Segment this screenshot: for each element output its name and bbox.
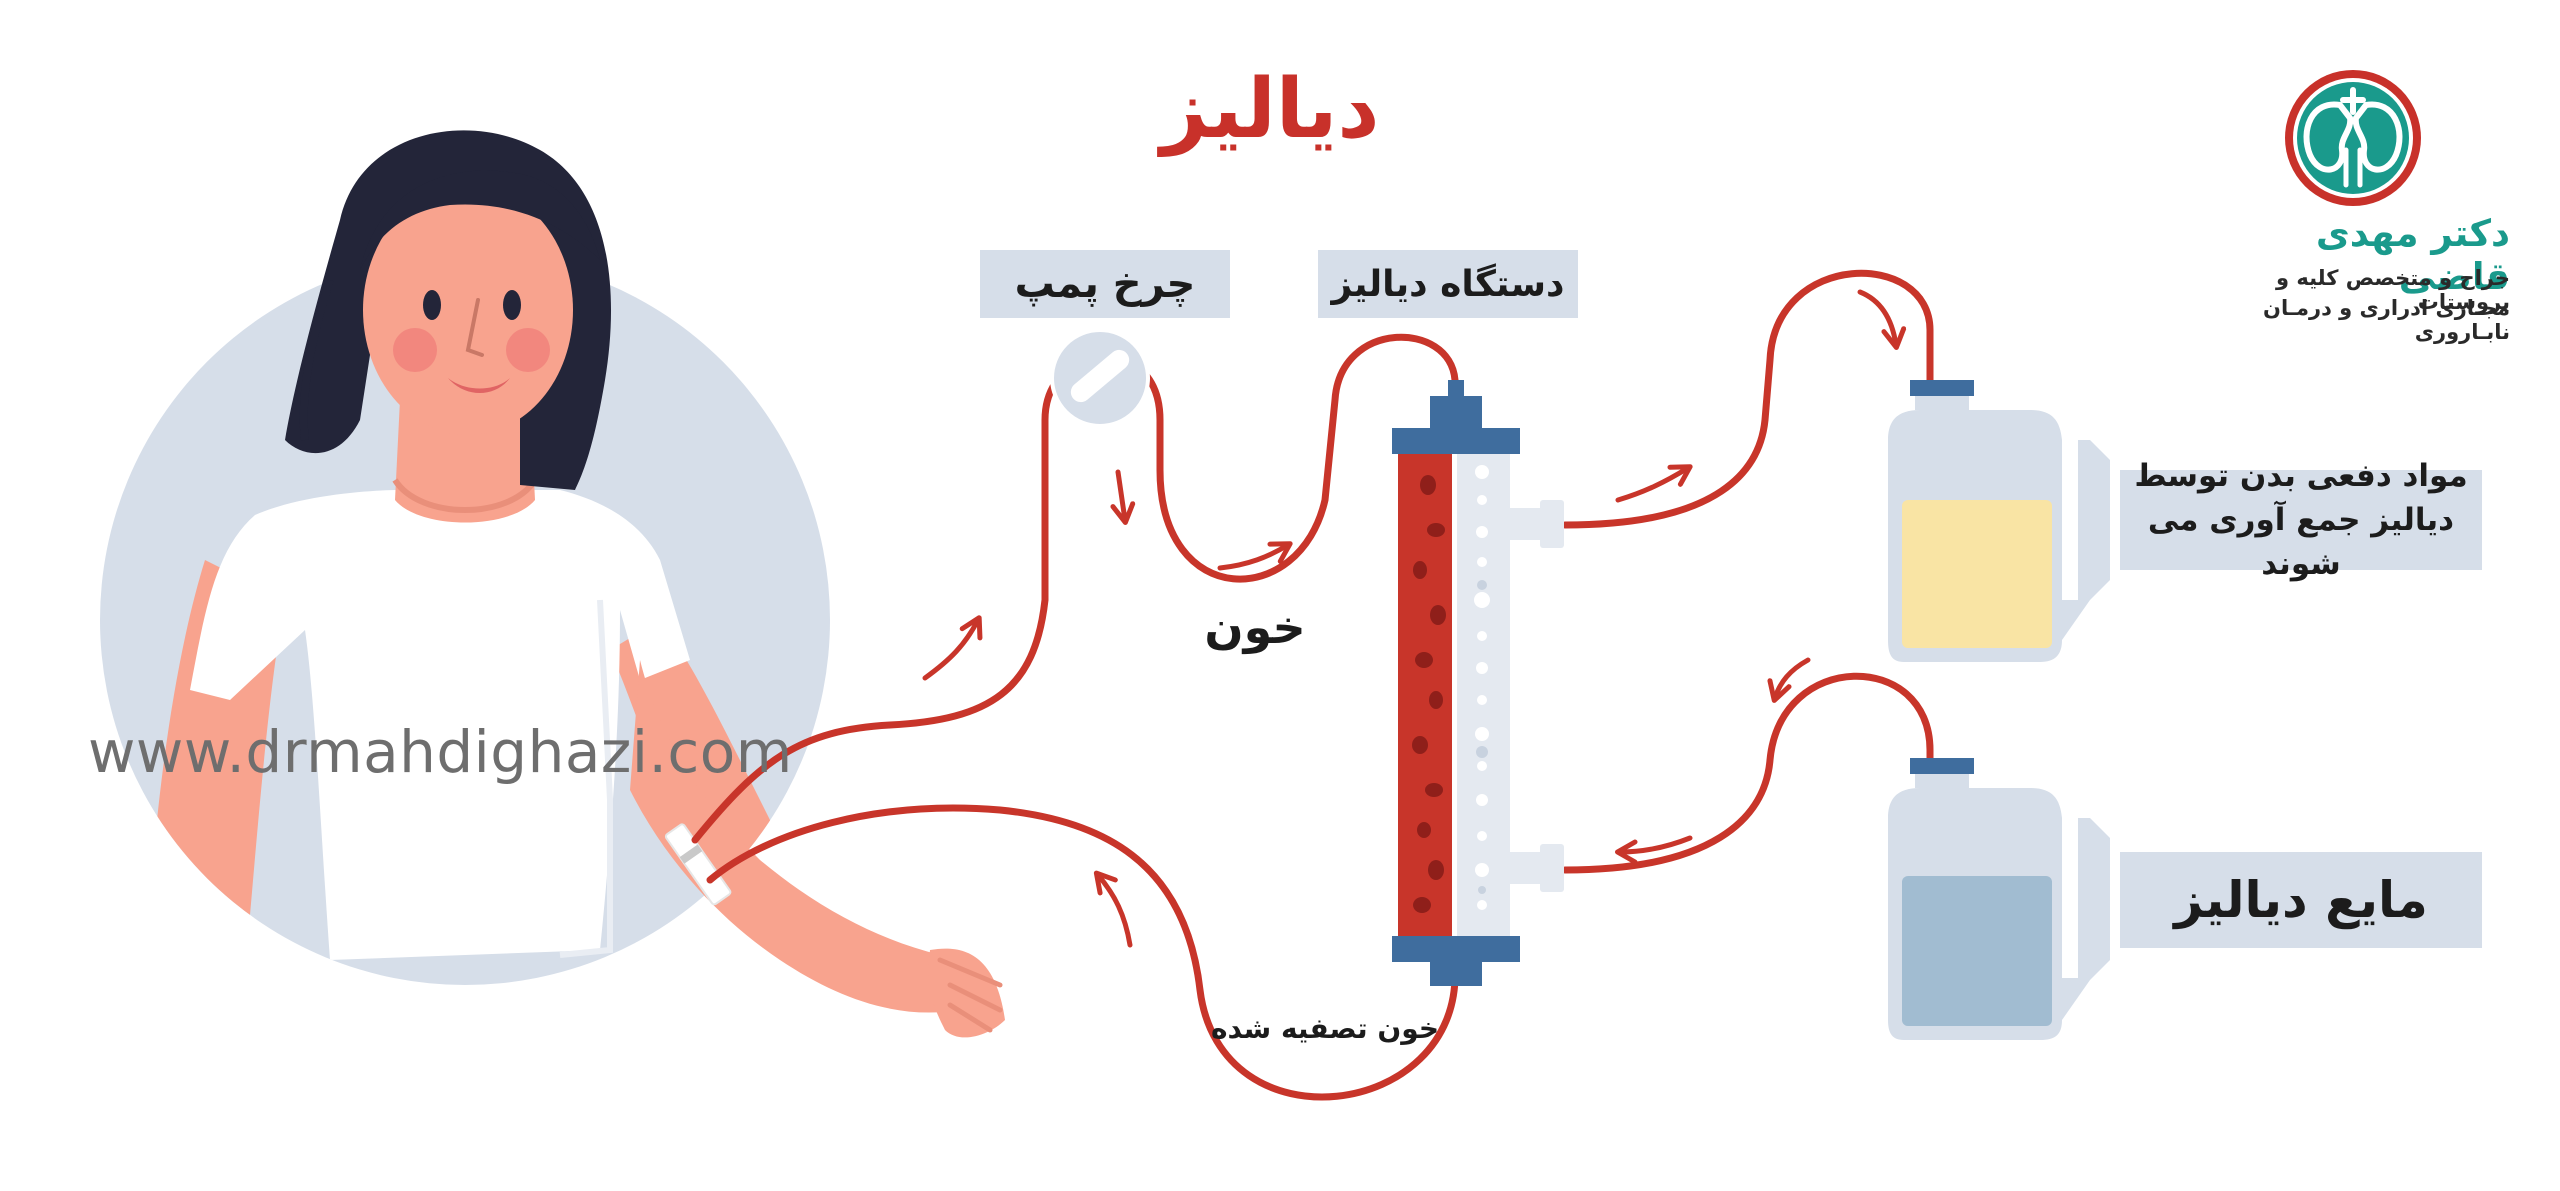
dialysis-fluid (1902, 876, 2052, 1026)
arrow-to-waste-jug (1857, 289, 1907, 350)
label-waste: مواد دفعی بدن توسط دیالیز جمع آوری می شو… (2120, 458, 2482, 582)
shirt (190, 490, 690, 960)
arrow-up-arm (922, 615, 983, 681)
right-arm (610, 620, 800, 900)
logo-subtitle-1: جراح و متخصص کلیه و پروستات (2275, 266, 2510, 314)
eye-right (503, 290, 521, 320)
label-machine-text: دستگاه دیالیز (1331, 263, 1565, 305)
face (363, 185, 573, 435)
iv-bandage (664, 823, 732, 906)
kidney-logo-icon (2285, 70, 2421, 206)
logo-subtitle-2: مجـاری ادراری و درمـان نابـاروری (2263, 296, 2510, 344)
label-dialysis-fluid: مایع دیالیز (2120, 852, 2482, 948)
logo-name: دکتر مهدی قاضی (2315, 212, 2510, 298)
label-pump-wheel: چرخ پمپ (980, 250, 1230, 318)
tube-filter-to-arm (706, 804, 1459, 1101)
neck (395, 400, 535, 523)
label-fluid-text: مایع دیالیز (2174, 871, 2428, 929)
mouth (448, 378, 510, 393)
dialysis-fluid-jug-icon (1888, 758, 2110, 1040)
filter-blood-column (1398, 450, 1456, 940)
page-title: دیالیز (1160, 62, 1380, 157)
arrow-fluid-in (1615, 835, 1693, 865)
patient-illustration (100, 130, 1005, 1038)
dialyzer-filter-icon (1392, 380, 1564, 986)
label-blood: خون (1204, 600, 1306, 654)
label-pump-text: چرخ پمپ (1014, 261, 1196, 307)
label-waste-text: مواد دفعی بدن توسط دیالیز جمع آوری می شو… (2134, 458, 2468, 582)
label-dialysis-machine: دستگاه دیالیز (1318, 250, 1578, 318)
pump-wheel-icon (1050, 328, 1150, 428)
watermark: www.drmahdighazi.com (88, 718, 793, 786)
arrow-return (1093, 870, 1133, 948)
tube-filter-to-waste (1561, 269, 1934, 529)
arrow-blood (1217, 541, 1293, 571)
flow-arrows (922, 289, 1907, 948)
arrow-waste-out (1615, 464, 1693, 503)
tube-fluid-to-filter (1561, 672, 1934, 874)
eye-left (423, 290, 441, 320)
waste-fluid (1902, 500, 2052, 648)
waste-jug-icon (1888, 380, 2110, 662)
arrow-down-pump (1110, 469, 1136, 525)
label-clean-blood: خون تصفیه شده (1210, 1012, 1440, 1045)
arrow-fluid-down (1767, 657, 1811, 703)
